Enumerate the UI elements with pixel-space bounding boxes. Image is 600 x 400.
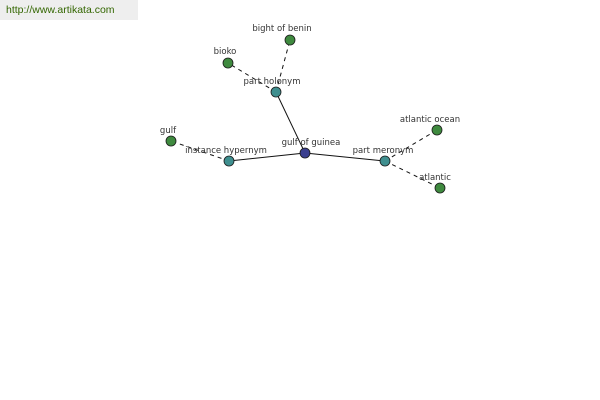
node-benin[interactable] (284, 34, 296, 46)
edge-center-hypernym (228, 152, 306, 162)
edge-meronym-atlantic (384, 160, 441, 189)
node-label-center[interactable]: gulf of guinea (282, 138, 341, 148)
edge-center-holonym (275, 91, 306, 154)
node-label-atlantic[interactable]: atlantic (419, 173, 451, 183)
node-label-meronym[interactable]: part meronym (353, 146, 414, 156)
edges-layer (170, 39, 441, 189)
node-meronym[interactable] (379, 155, 391, 167)
edge-center-meronym (304, 152, 386, 162)
node-label-benin[interactable]: bight of benin (252, 24, 311, 34)
url-watermark: http://www.artikata.com (0, 0, 138, 20)
node-label-hypernym[interactable]: instance hypernym (185, 146, 267, 156)
nodes-layer (165, 34, 446, 194)
edge-holonym-bioko (227, 62, 277, 93)
edge-holonym-benin (275, 39, 291, 93)
node-hypernym[interactable] (223, 155, 235, 167)
node-bioko[interactable] (222, 57, 234, 69)
node-atlantic_ocean[interactable] (431, 124, 443, 136)
node-atlantic[interactable] (434, 182, 446, 194)
node-center[interactable] (299, 147, 311, 159)
node-gulf[interactable] (165, 135, 177, 147)
node-label-bioko[interactable]: bioko (214, 47, 237, 57)
labels-layer: gulf of guinea part holonym instance hyper… (160, 24, 460, 183)
url-text[interactable]: http://www.artikata.com (6, 4, 115, 16)
edge-meronym-atlantic_ocean (384, 129, 438, 162)
node-label-holonym[interactable]: part holonym (244, 77, 301, 87)
node-label-gulf[interactable]: gulf (160, 126, 177, 136)
node-label-atlantic_ocean[interactable]: atlantic ocean (400, 115, 460, 125)
edge-hypernym-gulf (170, 140, 230, 162)
node-holonym[interactable] (270, 86, 282, 98)
